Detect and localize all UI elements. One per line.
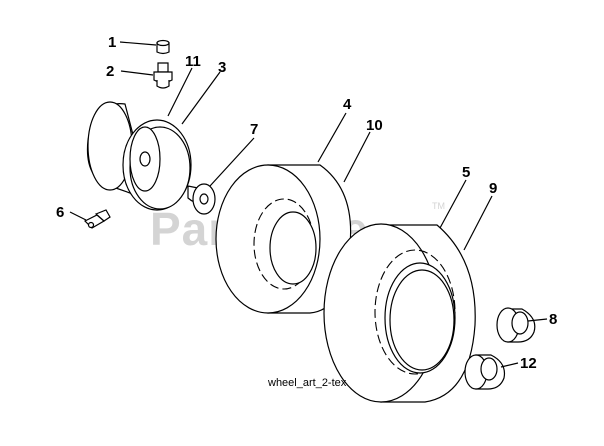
hub-cap-2-drawing[interactable]: [464, 354, 506, 390]
callout-3[interactable]: 3: [218, 59, 226, 76]
leader-lines: [69, 41, 548, 368]
watermark-tm: TM: [432, 201, 445, 211]
callout-1[interactable]: 1: [108, 34, 116, 51]
diagram-caption: wheel_art_2-tex: [267, 377, 347, 389]
callout-9[interactable]: 9: [489, 180, 497, 197]
callout-12[interactable]: 12: [520, 355, 537, 372]
valve-stem-drawing[interactable]: [153, 62, 173, 89]
bushing-drawing[interactable]: [187, 183, 216, 215]
valve-cap-drawing[interactable]: [156, 39, 170, 55]
rim-drawing[interactable]: [86, 101, 192, 211]
callout-2[interactable]: 2: [106, 63, 114, 80]
callout-8[interactable]: 8: [549, 311, 557, 328]
rear-tire-drawing[interactable]: [323, 223, 476, 403]
callout-5[interactable]: 5: [462, 164, 470, 181]
callout-6[interactable]: 6: [56, 204, 64, 221]
callout-10[interactable]: 10: [366, 117, 383, 134]
callout-labels: 1 2 11 3 7 4 10 6 5 9 8 12: [56, 34, 557, 372]
hub-cap-drawing[interactable]: [496, 307, 536, 343]
grease-fitting-drawing[interactable]: [83, 209, 111, 229]
callout-7[interactable]: 7: [250, 121, 258, 138]
callout-4[interactable]: 4: [343, 96, 352, 113]
callout-11[interactable]: 11: [185, 53, 201, 70]
